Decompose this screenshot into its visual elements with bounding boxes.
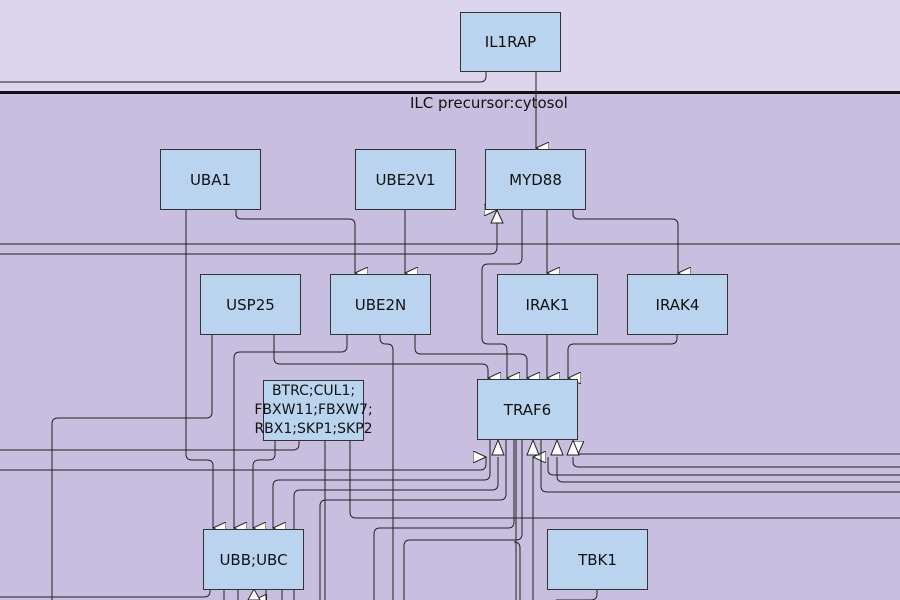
edge-ube2n-down — [379, 334, 394, 600]
arrowhead-traf6-bottom-1 — [491, 438, 505, 456]
compartment-label: ILC precursor:cytosol — [410, 94, 568, 112]
edge-layer — [0, 72, 900, 600]
arrowhead-ubb-bottom — [247, 587, 261, 600]
edge-uba1-ubb — [185, 210, 213, 528]
edge-traf6-line-4 — [403, 440, 523, 600]
edge-myd88-irak4 — [572, 210, 678, 273]
edge-traf6-line-5 — [513, 440, 521, 600]
edge-traf6-right-2 — [556, 457, 900, 483]
edge-uba1-ube2n — [235, 210, 355, 273]
edge-usp25-traf6 — [273, 334, 488, 378]
edge-irak4-traf6 — [568, 334, 678, 378]
node-myd88[interactable]: MYD88 — [485, 149, 586, 210]
node-ubb-ubc[interactable]: UBB;UBC — [203, 529, 304, 590]
arrowhead-traf6-bottom-2 — [526, 438, 540, 456]
node-label: MYD88 — [509, 170, 562, 189]
edge-line — [0, 210, 497, 255]
edge-btrc-right — [349, 441, 900, 519]
node-label: TRAF6 — [503, 400, 552, 419]
node-label: IL1RAP — [484, 33, 537, 51]
edge-line — [0, 436, 300, 451]
arrowhead-traf6-bottom-4 — [566, 438, 580, 456]
node-label: USP25 — [226, 295, 275, 314]
edge-traf6-line-2 — [319, 440, 507, 600]
extracellular-region — [0, 0, 900, 92]
node-label: UBE2V1 — [375, 170, 436, 189]
node-label: UBE2N — [354, 295, 407, 314]
arrowhead-traf6-bottom-3 — [550, 438, 564, 456]
edge-ubb-left — [0, 589, 211, 598]
node-label: IRAK1 — [525, 295, 570, 314]
node-irak1[interactable]: IRAK1 — [497, 274, 598, 335]
node-label: TBK1 — [578, 550, 617, 569]
edge-myd88-traf6 — [481, 210, 523, 378]
edge-traf6-right-1 — [540, 440, 900, 493]
edge-traf6-ubb — [273, 440, 491, 528]
node-tbk1[interactable]: TBK1 — [547, 529, 648, 590]
edge-ube2n-traf6 — [414, 334, 527, 378]
edge-traf6-right-3 — [572, 457, 900, 468]
node-irak4[interactable]: IRAK4 — [627, 274, 728, 335]
edge-traf6-right-5 — [547, 457, 900, 476]
node-il1rap[interactable]: IL1RAP — [460, 12, 561, 72]
node-label-line: FBXW11;FBXW7; — [254, 402, 373, 418]
node-ube2v1[interactable]: UBE2V1 — [355, 149, 456, 210]
node-label: UBA1 — [189, 170, 232, 189]
edge-ube2n-ubb — [234, 334, 348, 528]
node-label: IRAK4 — [655, 295, 700, 314]
edge-traf6-line-1 — [293, 457, 499, 600]
arrowhead-myd88-bottom — [490, 208, 504, 224]
node-btrc-complex[interactable]: BTRC;CUL1; FBXW11;FBXW7; RBX1;SKP1;SKP2 — [254, 380, 373, 441]
node-traf6[interactable]: TRAF6 — [477, 379, 578, 440]
node-ube2n[interactable]: UBE2N — [330, 274, 431, 335]
edge-line — [0, 457, 486, 471]
node-label-line: RBX1;SKP1;SKP2 — [254, 421, 373, 437]
node-uba1[interactable]: UBA1 — [160, 149, 261, 210]
node-usp25[interactable]: USP25 — [200, 274, 301, 335]
edge-line — [0, 72, 487, 83]
node-label: UBB;UBC — [219, 550, 288, 569]
edge-traf6-line-3 — [373, 440, 515, 600]
node-label-line: BTRC;CUL1; — [271, 383, 356, 399]
edge-btrc-ubb — [253, 441, 276, 528]
